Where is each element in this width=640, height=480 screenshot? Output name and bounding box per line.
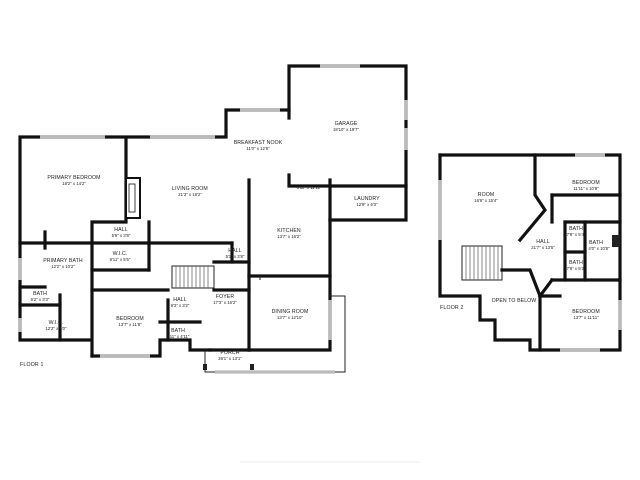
room-name-wic-2: W.I.C. — [49, 320, 64, 326]
room-name-bedroom-2b: BEDROOM — [572, 309, 600, 315]
room-name-bath-2: BATH — [171, 328, 185, 334]
room-name-hall-floor-2: HALL — [536, 239, 549, 245]
room-dims-living-room: 21'3" x 18'2" — [178, 192, 202, 197]
room-name-hall-2: HALL — [228, 248, 241, 254]
room-dims-wic-2: 12'2" x 6'0" — [45, 326, 67, 331]
room-name-foyer: FOYER — [216, 294, 235, 300]
room-dims-bedroom-2a: 11'11" x 10'8" — [573, 186, 599, 191]
room-name-bath-2b: BATH — [589, 240, 603, 246]
room-name-hall-3: HALL — [173, 297, 186, 303]
room-dims-bedroom-2b: 13'7" x 11'11" — [573, 315, 599, 320]
room-dims-bath-2c: 7'8" x 5'2" — [567, 266, 586, 271]
room-name-living-room: LIVING ROOM — [172, 186, 208, 192]
room-dims-bath-2a: 7'8" x 5'4" — [567, 232, 586, 237]
room-dims-dining-room: 13'7" x 12'10" — [277, 315, 303, 320]
room-name-laundry: LAUNDRY — [354, 196, 380, 202]
room-dims-hall-2: 5'1" x 3'8" — [226, 254, 245, 259]
floor-1-plan — [18, 64, 408, 374]
room-dims-closet-garage: 6'11" x 11'11" — [297, 185, 322, 190]
room-dims-primary-bedroom: 18'2" x 14'2" — [62, 181, 86, 186]
room-dims-hall-1: 5'9" x 3'8" — [112, 233, 131, 238]
room-name-primary-bath: PRIMARY BATH — [43, 258, 83, 264]
room-name-breakfast-nook: BREAKFAST NOOK — [234, 140, 283, 146]
stairs-floor-1 — [171, 265, 215, 289]
room-dims-kitchen: 13'7" x 16'2" — [277, 234, 301, 239]
room-dims-garage: 18'10" x 19'7" — [333, 127, 359, 132]
room-dims-hall-floor-2: 21'7" x 13'5" — [531, 245, 555, 250]
room-name-porch: PORCH — [220, 350, 239, 356]
room-name-dining-room: DINING ROOM — [272, 309, 309, 315]
floor-1-labels: FLOOR 1 GARAGE 18'10" x 19'7" BREAKFAST … — [20, 121, 380, 368]
stairs-floor-2 — [461, 245, 503, 281]
room-name-bedroom-2a: BEDROOM — [572, 180, 600, 186]
room-dims-breakfast-nook: 11'0" x 12'6" — [246, 146, 270, 151]
room-name-bath-2a: BATH — [569, 226, 583, 232]
room-dims-bath-2b: 4'0" x 10'8" — [588, 246, 610, 251]
room-dims-foyer: 17'3" x 16'2" — [213, 300, 237, 305]
room-name-primary-bedroom: PRIMARY BEDROOM — [47, 175, 100, 181]
floor-2-plan — [438, 153, 622, 352]
room-dims-primary-bath: 12'2" x 10'2" — [51, 264, 75, 269]
room-name-hall-1: HALL — [114, 227, 127, 233]
floor-1-label: FLOOR 1 — [20, 362, 44, 368]
floor-2-label: FLOOR 2 — [440, 305, 464, 311]
room-name-bedroom-1: BEDROOM — [116, 316, 144, 322]
room-dims-bath-1: 6'2" x 3'3" — [31, 297, 50, 302]
room-name-bath-2c: BATH — [569, 260, 583, 266]
room-dims-laundry: 12'9" x 6'3" — [356, 202, 378, 207]
room-name-room: ROOM — [478, 192, 495, 198]
room-dims-hall-3: 9'3" x 3'2" — [171, 303, 190, 308]
room-dims-room: 16'6" x 15'4" — [474, 198, 498, 203]
room-name-kitchen: KITCHEN — [277, 228, 301, 234]
room-dims-bedroom-1: 13'7" x 11'8" — [118, 322, 142, 327]
room-dims-bath-2: 7'11" x 4'11" — [167, 334, 190, 339]
room-dims-wic-1: 9'11" x 5'5" — [110, 257, 131, 262]
floor-2-labels: FLOOR 2 ROOM 16'6" x 15'4" BEDROOM 11'11… — [440, 180, 610, 320]
room-dims-porch: 26'1" x 13'1" — [218, 356, 242, 361]
room-name-bath-1: BATH — [33, 291, 47, 297]
label-open-to-below: OPEN TO BELOW — [492, 298, 537, 304]
room-name-wic-1: W.I.C. — [113, 251, 128, 257]
room-name-garage: GARAGE — [335, 121, 358, 127]
